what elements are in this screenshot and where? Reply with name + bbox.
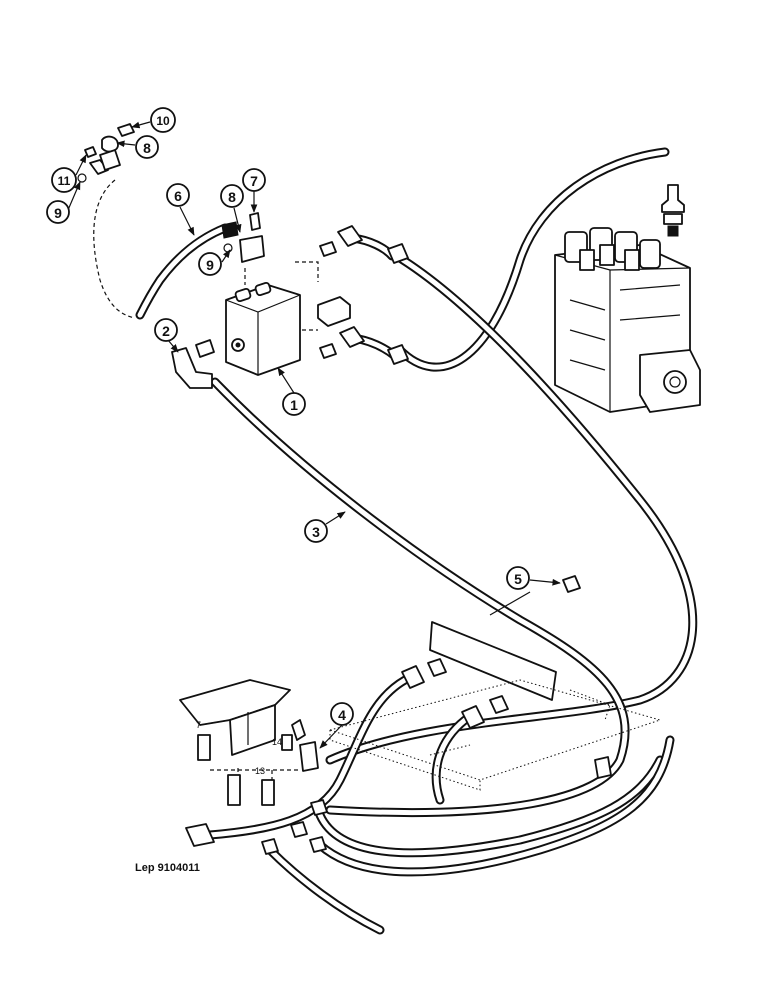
fittings-lower-left [185,719,328,855]
elbow-fitting-2 [171,339,215,389]
svg-text:2: 2 [162,323,170,339]
callout-5: 5 [506,566,530,590]
small-label-13: 13 [255,766,265,776]
small-label-7: 7 [196,720,201,730]
callout-leaders [67,121,561,749]
tee-fitting [661,184,685,237]
block-fittings [295,225,409,365]
callout-6: 6 [166,183,190,207]
middle-fittings [401,575,612,779]
callout-9-lower: 9 [198,252,222,276]
svg-text:9: 9 [54,205,62,221]
callout-1: 1 [282,392,306,416]
control-valve-bank [554,227,701,413]
svg-text:6: 6 [174,188,182,204]
svg-text:4: 4 [338,707,346,723]
pedal-bracket [179,679,291,756]
svg-text:3: 3 [312,524,320,540]
svg-text:10: 10 [156,114,170,128]
svg-text:8: 8 [228,189,236,205]
callout-11: 11 [51,167,77,193]
reference-code: Lep 9104011 [135,862,200,874]
svg-text:9: 9 [206,257,214,273]
callout-7: 7 [242,168,266,192]
mounting-plates [328,591,662,791]
svg-text:8: 8 [143,140,151,156]
callout-8-lower: 8 [220,184,244,208]
small-label-14: 14 [272,737,282,747]
svg-text:11: 11 [58,174,71,188]
hose-lines [135,147,698,935]
svg-text:1: 1 [290,397,298,413]
callout-4: 4 [330,702,354,726]
callout-3: 3 [304,519,328,543]
callout-10: 10 [150,107,176,133]
valve-block [225,268,301,376]
dashed-hose-outline [93,179,136,319]
fitting-cluster-block-top [221,212,265,263]
callout-2: 2 [154,318,178,342]
callout-8-upper: 8 [135,135,159,159]
svg-text:5: 5 [514,571,522,587]
svg-text:7: 7 [250,173,258,189]
fitting-cluster-top-left [77,123,135,183]
callout-9-upper: 9 [46,200,70,224]
